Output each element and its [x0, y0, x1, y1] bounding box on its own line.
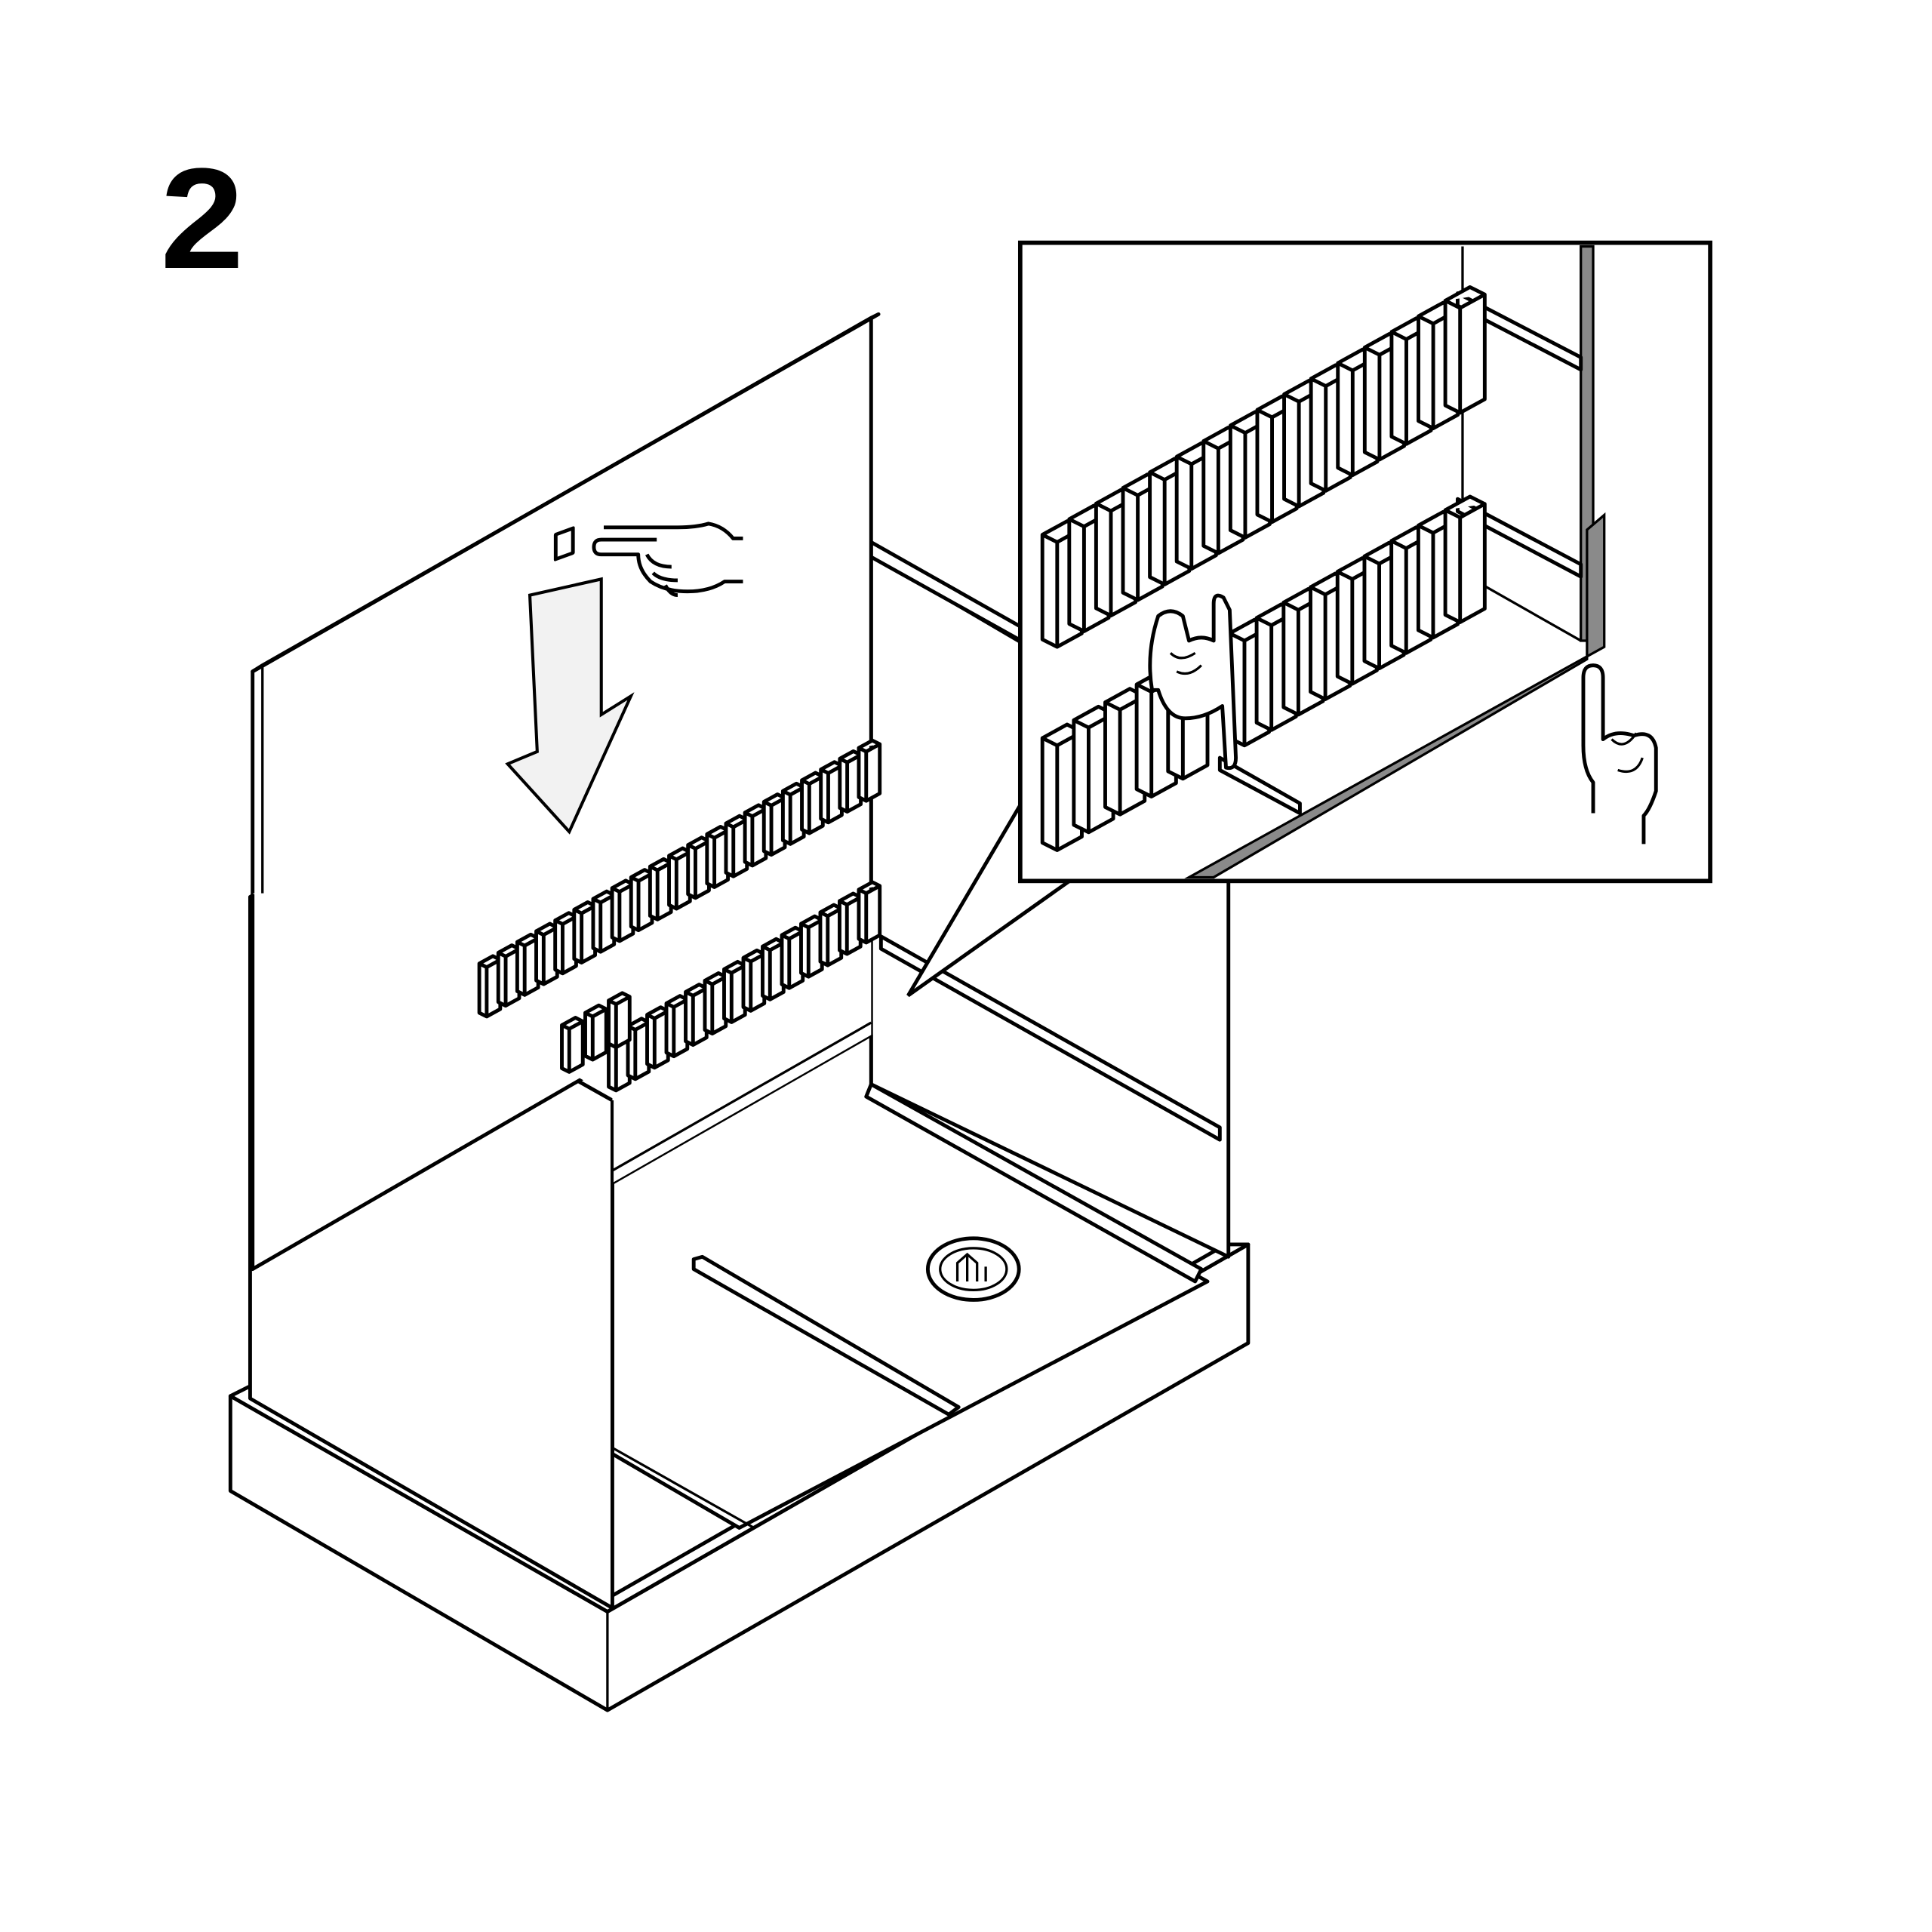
brand-logo-icon [925, 1236, 1021, 1302]
comb-tooth [515, 932, 540, 997]
floor-panel [610, 1032, 1210, 1530]
comb-tooth [722, 959, 747, 1024]
comb-tooth [626, 1017, 651, 1081]
down-arrow-icon [505, 577, 635, 835]
comb-rows-main [477, 738, 882, 1093]
hole-marker [553, 526, 575, 561]
comb-tooth [664, 994, 690, 1059]
pointing-hand-icon [592, 521, 743, 598]
comb-tooth [591, 889, 617, 954]
comb-tooth [1443, 285, 1487, 415]
comb-tooth [496, 943, 521, 1008]
comb-tooth [477, 954, 503, 1019]
hand-pressing-icon [1148, 593, 1238, 771]
comb-tooth [857, 738, 882, 803]
comb-tooth [741, 948, 767, 1013]
comb-tooth [761, 792, 787, 857]
detail-inset [1040, 245, 1658, 879]
step-number: 2 [160, 139, 245, 299]
comb-tooth [857, 880, 882, 945]
comb-tooth [761, 937, 786, 1001]
comb-tooth [743, 803, 768, 868]
hand-raised-icon [1581, 663, 1658, 844]
comb-tooth [607, 991, 632, 1050]
comb-tooth [583, 1003, 608, 1062]
comb-tooth [1443, 494, 1487, 624]
comb-tooth [560, 1016, 585, 1074]
